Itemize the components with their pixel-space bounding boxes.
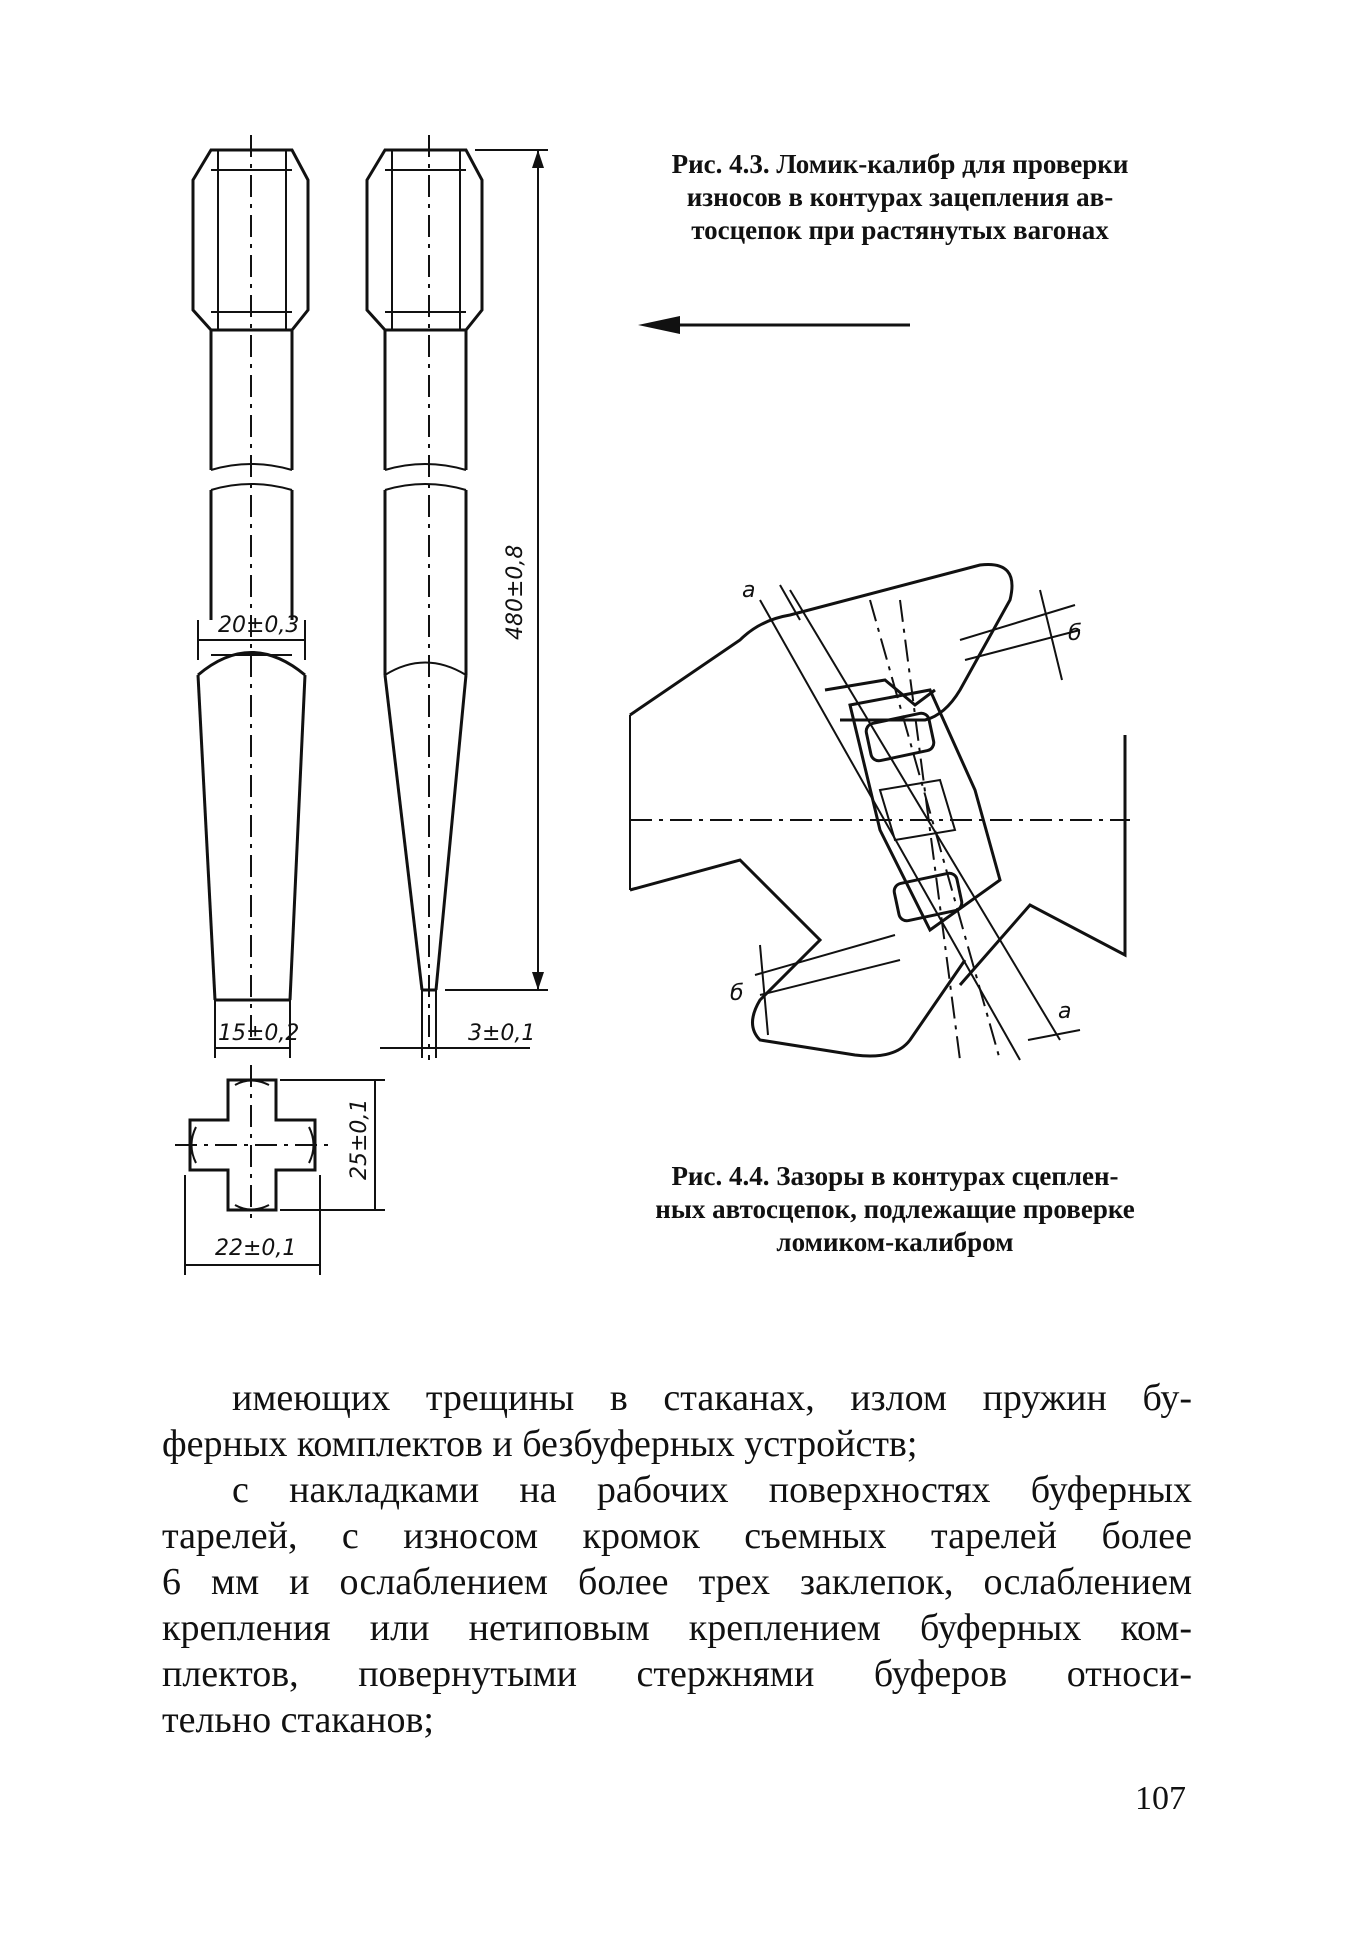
dim-section-width: 22±0,1 bbox=[215, 1236, 296, 1261]
dim-tip-bottom-right: 3±0,1 bbox=[468, 1021, 535, 1046]
dim-section-height: 25±0,1 bbox=[347, 1099, 372, 1180]
figure-4-4-caption: Рис. 4.4. Зазоры в контурах сцеплен- ных… bbox=[585, 1160, 1205, 1259]
body-line: тельно стаканов; bbox=[162, 1699, 434, 1741]
caption-line: износов в контурах зацепления ав- bbox=[686, 182, 1114, 212]
gap-label-b-left: б bbox=[730, 981, 744, 1006]
caption-line: тосцепок при растянутых вагонах bbox=[691, 215, 1109, 245]
body-line: имеющих трещины в стаканах, излом пружин… bbox=[232, 1377, 1192, 1419]
gap-label-a-top: а bbox=[742, 578, 755, 603]
dim-tip-width-left: 20±0,3 bbox=[218, 613, 299, 638]
coupler-gaps-drawing bbox=[629, 562, 1130, 1061]
figure-4-3-caption: Рис. 4.3. Ломик-калибр для проверки изно… bbox=[600, 148, 1200, 247]
body-line: ферных комплектов и безбуферных устройст… bbox=[162, 1423, 918, 1465]
gap-label-b-right: б bbox=[1068, 621, 1082, 646]
body-line: с накладками на рабочих поверхностях буф… bbox=[232, 1469, 1192, 1511]
caption-line: ломиком-калибром bbox=[776, 1227, 1014, 1257]
dim-tip-bottom-left: 15±0,2 bbox=[218, 1021, 299, 1046]
caption-line: Рис. 4.3. Ломик-калибр для проверки bbox=[671, 149, 1129, 179]
crowbar-front-view bbox=[191, 135, 310, 1058]
body-line: 6 мм и ослаблением более трех заклепок, … bbox=[162, 1561, 1192, 1603]
body-text: имеющих трещины в стаканах, излом пружин… bbox=[162, 1375, 1192, 1743]
gap-label-a-bottom: а bbox=[1058, 999, 1071, 1024]
body-line: крепления или нетиповым креплением буфер… bbox=[162, 1607, 1192, 1649]
caption-line: Рис. 4.4. Зазоры в контурах сцеплен- bbox=[671, 1161, 1119, 1191]
body-line: тарелей, с износом кромок съемных тареле… bbox=[162, 1515, 1192, 1557]
crowbar-cross-section bbox=[175, 1065, 385, 1275]
crowbar-side-view bbox=[365, 135, 548, 1060]
caption-line: ных автосцепок, подлежащие проверке bbox=[655, 1194, 1135, 1224]
page-number: 107 bbox=[1135, 1780, 1186, 1817]
dim-length: 480±0,8 bbox=[503, 545, 528, 640]
direction-arrow-icon bbox=[638, 316, 910, 334]
body-line: плектов, повернутыми стержнями буферов о… bbox=[162, 1653, 1192, 1695]
